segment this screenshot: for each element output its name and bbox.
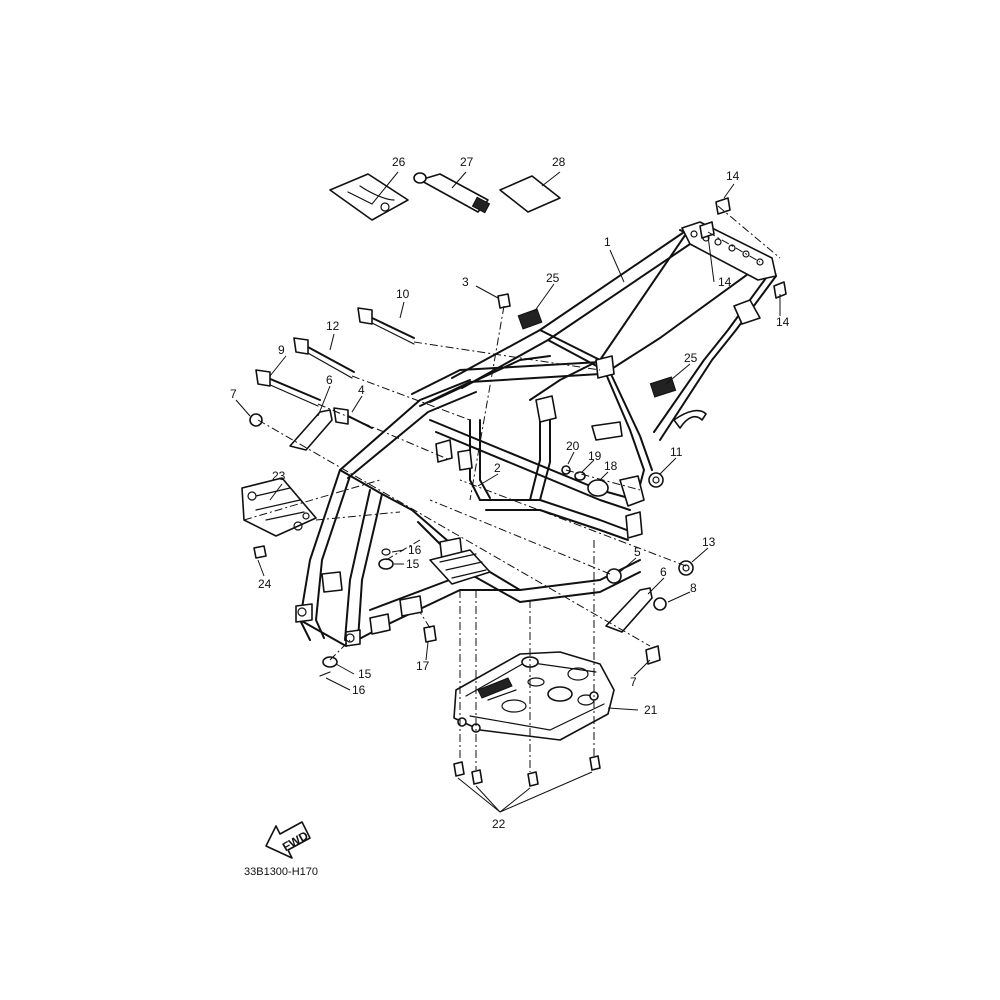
callout-6-front: 6 [326,373,333,387]
callout-14-top: 14 [726,169,740,183]
callout-6-rear: 6 [660,565,667,579]
callout-21: 21 [644,703,658,717]
callout-22: 22 [492,817,506,831]
part-1-main-frame [295,221,777,647]
callout-numbers: 26 27 28 14 14 14 1 10 3 25 25 12 9 6 7 … [230,155,790,831]
callout-2: 2 [494,461,501,475]
callout-17: 17 [416,659,430,673]
callout-26: 26 [392,155,406,169]
callout-24: 24 [258,577,272,591]
part-17-bolt [423,625,437,643]
part-26-pouch [329,173,409,221]
callout-1: 1 [604,235,611,249]
callout-4: 4 [358,383,365,397]
part-5-nut [606,568,622,584]
part-8-nut [653,597,667,611]
part-15-16-fasteners-upper [378,548,394,570]
callout-7-front: 7 [230,387,237,401]
callout-7-rear: 7 [630,675,637,689]
part-28-manual [499,175,561,213]
leader-lines [235,171,781,813]
callout-15-lower: 15 [358,667,372,681]
part-27-tool [413,172,491,214]
part-6-plate-rear [605,587,653,633]
callout-10: 10 [396,287,410,301]
callout-20: 20 [566,439,580,453]
part-23-engine-bracket [241,477,317,537]
part-11-nut [648,472,664,488]
part-13-nut [678,560,694,576]
callout-16-upper: 16 [408,543,422,557]
part-18-collar [587,479,609,497]
part-6-plate-front [289,409,333,451]
callout-11: 11 [670,445,683,459]
part-10-bolt [357,307,415,345]
callout-14-right: 14 [776,315,790,329]
callout-16-lower: 16 [352,683,366,697]
part-9-bolt [255,369,321,407]
part-3-nut [497,293,511,309]
part-25-rubber-top [517,308,543,330]
callout-19: 19 [588,449,602,463]
part-21-skid-plate [453,651,615,741]
fwd-arrow-icon: FWD [265,821,311,859]
callout-13: 13 [702,535,716,549]
part-19-washer [574,471,586,481]
callout-25-top: 25 [546,271,560,285]
callout-12: 12 [326,319,340,333]
callout-3: 3 [462,275,469,289]
callout-8: 8 [690,581,697,595]
part-7-nut-front [249,413,263,427]
part-7-nut-rear [645,645,661,665]
diagram-reference-code: 33B1300-H170 [244,866,319,878]
part-24-bolt [253,545,267,559]
callout-9: 9 [278,343,285,357]
callout-18: 18 [604,459,618,473]
callout-27: 27 [460,155,474,169]
callout-14-middle: 14 [718,275,732,289]
callout-25-right: 25 [684,351,698,365]
callout-28: 28 [552,155,566,169]
part-22-bolts [453,755,601,787]
callout-15-upper: 15 [406,557,420,571]
assembly-lines [243,205,781,772]
part-15-16-fasteners-lower [319,656,338,677]
callout-23: 23 [272,469,286,483]
callout-5: 5 [634,545,641,559]
part-12-bolt [293,337,355,379]
